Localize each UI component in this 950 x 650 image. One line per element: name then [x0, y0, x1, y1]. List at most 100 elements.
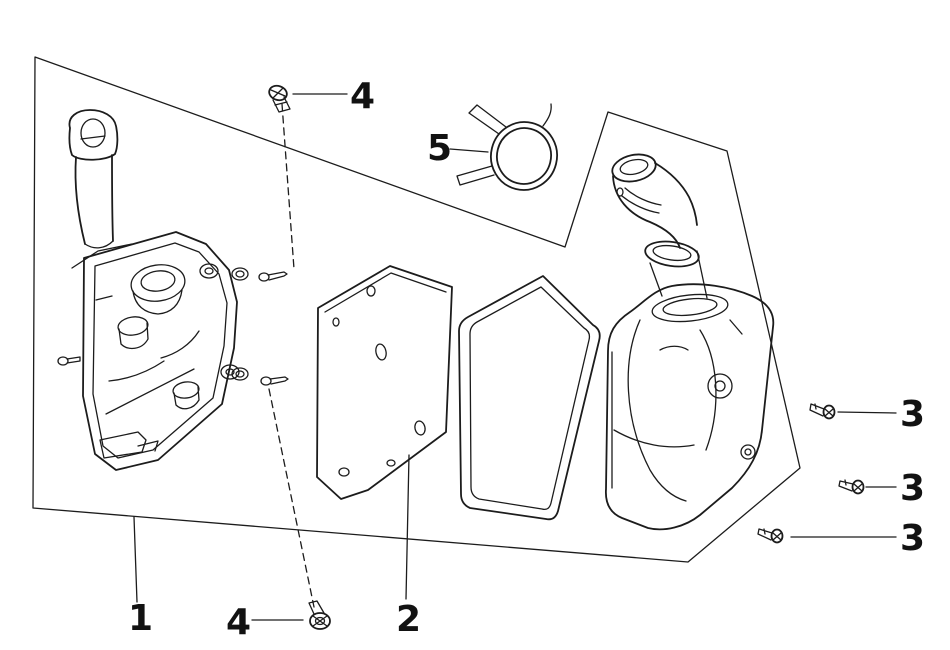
clamp-prong-upper [468, 104, 507, 135]
elbow-band-bolt [616, 187, 624, 197]
case-top-bracket [71, 243, 133, 269]
case-bottom-bracket [99, 431, 159, 459]
bolt-upper-shaft [267, 271, 288, 281]
snorkel-tube-base [84, 240, 114, 249]
carb-boot-opening [140, 270, 176, 292]
screw-shaft [809, 403, 825, 417]
callout-2-label: 2 [396, 599, 421, 640]
screw-4-top [268, 84, 291, 113]
callout-5-leader [449, 148, 489, 153]
case-mount-hole-upper [204, 267, 214, 275]
case-boss-upper [117, 316, 149, 336]
case-left-stud-head [57, 356, 69, 366]
gasket-inner [469, 286, 591, 511]
nut-upper [231, 267, 249, 281]
dome-skirt [132, 289, 183, 315]
screw-4-top-alignment-line [281, 103, 295, 270]
carb-boot-dome [130, 264, 186, 302]
elbow-cap [611, 153, 657, 183]
panel-border [32, 56, 801, 563]
snorkel-tube-right [111, 154, 114, 242]
callout-4a-label: 4 [350, 76, 375, 117]
screw-slot [772, 532, 782, 541]
screw-slot [853, 483, 863, 492]
screw-head [822, 404, 836, 420]
plate-hole [414, 420, 426, 436]
case-mount-hole-lower [225, 368, 235, 376]
callout-1-leader [133, 516, 138, 603]
filter-plate [316, 265, 453, 500]
elbow-band [621, 187, 662, 214]
callout-4b-label: 4 [226, 602, 251, 643]
cover-contour-line [613, 429, 695, 448]
screw-shaft [308, 600, 325, 615]
screw-head [309, 612, 331, 630]
case-ribs [95, 295, 200, 415]
callout-3c-label: 3 [900, 518, 925, 559]
elbow-connect-lines [649, 250, 708, 299]
clamp-prong-left [456, 165, 495, 186]
cover-duct-opening [651, 293, 729, 323]
clamp-ring-inner [496, 127, 552, 185]
plate-outline [316, 265, 453, 500]
cover-outline [605, 283, 775, 531]
cover-contour-line [699, 329, 717, 451]
elbow-neck-right [654, 162, 698, 226]
bolt-lower-shaft [269, 376, 289, 385]
snorkel-slot [80, 135, 106, 140]
screw-head [268, 84, 288, 102]
screw-shaft [838, 479, 854, 492]
elbow-flange [644, 240, 700, 268]
cover-contour-line [627, 319, 687, 502]
clamp-hook [542, 103, 552, 127]
snorkel-tube-left [74, 156, 86, 245]
cover-detail-lines [659, 319, 743, 351]
case-fasteners [231, 267, 289, 386]
screw-4-bottom [308, 600, 331, 630]
case-mount-tab-lower [220, 364, 240, 380]
screw-slot [312, 615, 328, 627]
nut-upper-hole [235, 270, 245, 278]
elbow-flange-inner [652, 244, 692, 262]
case-outline [82, 231, 238, 471]
clamp-ring-outer [490, 121, 558, 191]
screw-4-bottom-alignment-line [268, 388, 315, 608]
cover-small-boss-hole [744, 448, 752, 456]
screw-3-a [809, 403, 836, 420]
screw-shaft [757, 528, 773, 541]
snorkel-cap [68, 109, 119, 161]
air-cleaner-cover [605, 283, 775, 531]
screw-slot [270, 87, 286, 99]
cover-duct-opening-inner [662, 297, 718, 317]
spacer-lower [231, 367, 249, 381]
cover-small-boss [740, 444, 756, 460]
plate-hole [338, 467, 350, 477]
gasket-outer [458, 275, 601, 521]
cover-boss [707, 373, 733, 399]
spacer-lower-hole [235, 370, 245, 378]
callout-2-leader [405, 454, 410, 600]
callout-3a-label: 3 [900, 394, 925, 435]
gasket-seal [458, 275, 601, 521]
screw-head [851, 479, 865, 495]
screw-3-b [838, 479, 865, 495]
plate-hole [366, 285, 376, 297]
plate-hole [386, 459, 396, 467]
case-inner-flange [92, 242, 228, 459]
screw-head-inner [314, 616, 326, 626]
screw-head [770, 528, 784, 544]
case-mount-tab-upper [199, 263, 219, 279]
elbow-cap-opening [619, 158, 649, 176]
callout-3b-label: 3 [900, 468, 925, 509]
callout-3a-leader [837, 411, 897, 414]
plate-fold-line [324, 272, 447, 313]
air-cleaner-case [57, 231, 240, 471]
case-boss-lower [172, 381, 200, 399]
case-left-stud [66, 356, 81, 364]
bolt-upper-head [258, 272, 270, 282]
case-boss-upper-body [118, 322, 149, 350]
snorkel-opening [80, 118, 106, 148]
elbow-neck-left [612, 175, 681, 249]
intake-snorkel [68, 109, 119, 249]
